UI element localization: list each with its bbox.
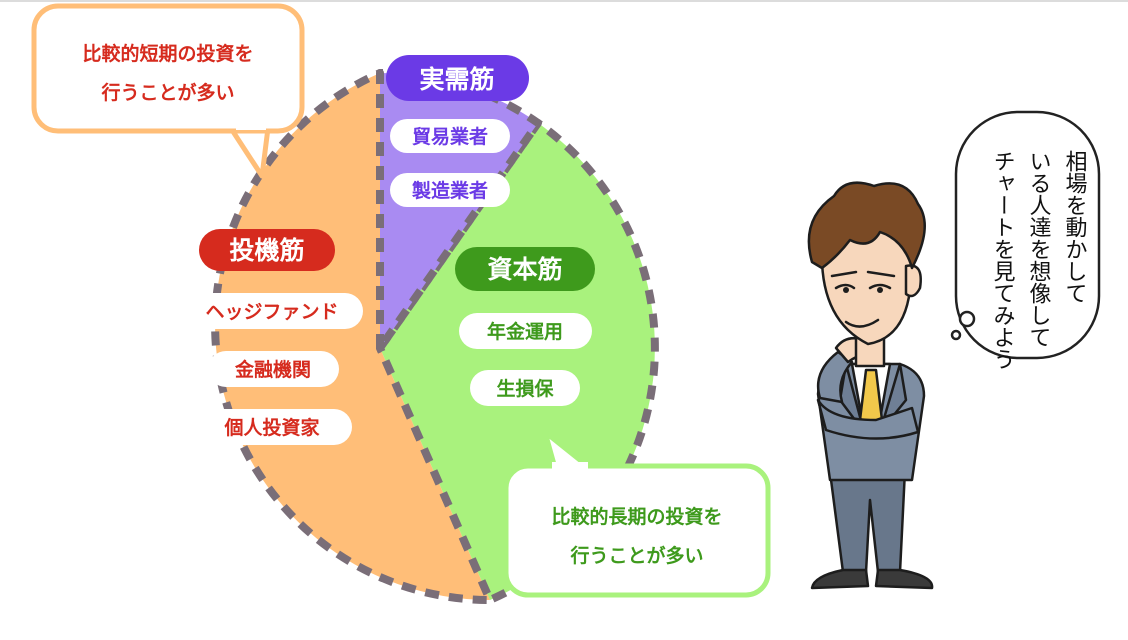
short-term-callout: 比較的短期の投資を 行うことが多い [31, 3, 305, 179]
callout-line: 行うことが多い [100, 81, 234, 104]
real-demand-item: 製造業者 [411, 179, 488, 202]
top-divider [0, 0, 1128, 2]
eye [868, 283, 892, 290]
brow [830, 270, 858, 278]
speculator-item: 個人投資家 [223, 416, 320, 439]
real-demand-group: 実需筋 貿易業者 製造業者 [386, 55, 529, 207]
callout-line: 行うことが多い [569, 544, 703, 567]
thought-line: チャートを見てみよう [990, 150, 1016, 370]
speculators-title-badge [199, 229, 335, 271]
trousers [828, 468, 907, 574]
speculator-item-badge [193, 409, 352, 445]
real-demand-item: 貿易業者 [412, 125, 488, 148]
capital-item-badge [459, 313, 592, 349]
callout-line: 比較的長期の投資を [551, 505, 722, 528]
left-lapel [838, 362, 866, 434]
thought-bubble: 相場を動かして いる人達を想像して チャートを見てみよう [950, 110, 1101, 370]
businessman-illustration [807, 181, 934, 590]
brow [866, 270, 896, 278]
callout-bubble [503, 463, 771, 598]
speculators-group: 投機筋 ヘッジファンド 金融機関 個人投資家 [181, 229, 363, 445]
capital-item-badge [470, 370, 580, 406]
thought-cloud [954, 110, 1101, 360]
long-term-callout: 比較的長期の投資を 行うことが多い [503, 429, 771, 598]
right-shoe [874, 568, 934, 590]
speculators-title: 投機筋 [229, 236, 304, 265]
folded-arm [816, 398, 920, 440]
thought-line: 相場を動かして [1062, 150, 1088, 304]
ear [904, 264, 922, 298]
real-demand-title: 実需筋 [419, 65, 494, 94]
speculator-item: 金融機関 [234, 358, 311, 381]
pupil [843, 287, 849, 293]
capital-item: 年金運用 [487, 320, 563, 343]
thought-dot [958, 310, 976, 328]
hair [807, 181, 926, 270]
capital-title-badge [455, 247, 595, 291]
capital-group: 資本筋 年金運用 生損保 [455, 247, 595, 406]
real-demand-item-badge [390, 119, 510, 153]
speculator-item: ヘッジファンド [205, 301, 338, 323]
capital-title: 資本筋 [487, 255, 562, 284]
capital-item: 生損保 [496, 377, 554, 400]
thought-dot [950, 329, 962, 341]
speculator-item-badge [181, 293, 363, 329]
mouth [844, 318, 880, 328]
left-shoe [810, 568, 870, 590]
thought-line: いる人達を想像して [1026, 150, 1052, 348]
pupil [877, 287, 883, 293]
real-demand-item-badge [390, 173, 510, 207]
speculator-item-badge [208, 351, 339, 387]
callout-bubble [31, 3, 305, 134]
callout-tail [229, 125, 271, 179]
eye [834, 283, 856, 290]
real-demand-title-badge [386, 55, 529, 101]
raised-arm [816, 350, 854, 404]
callout-line: 比較的短期の投資を [82, 42, 253, 65]
